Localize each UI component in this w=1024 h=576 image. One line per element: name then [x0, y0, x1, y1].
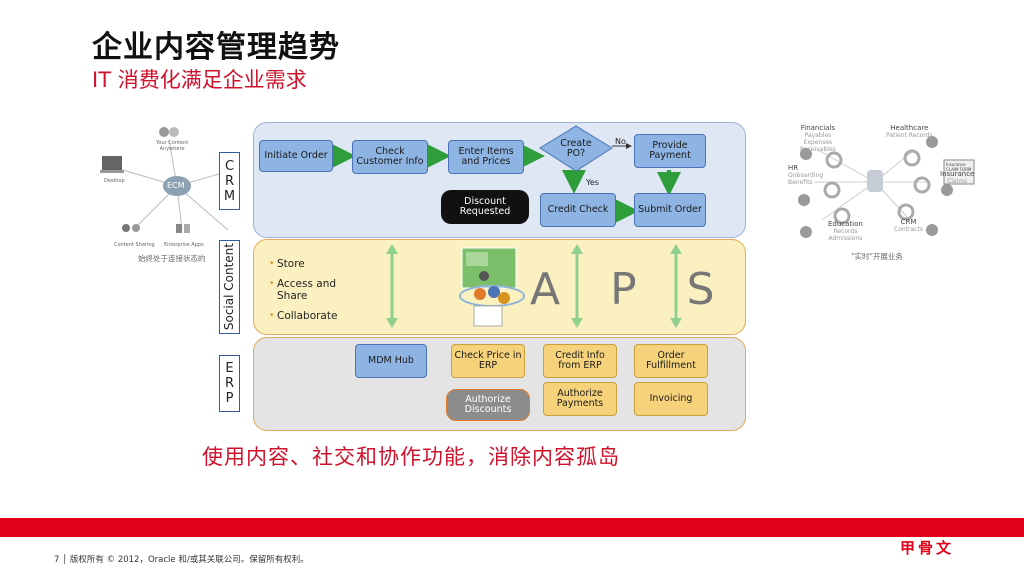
ecm-center-label: ECM [167, 181, 185, 190]
business-diagram: Financials Payables Expenses Receivables… [782, 120, 982, 248]
node-financials: Financials Payables Expenses Receivables [800, 124, 836, 153]
page-subtitle: IT 消费化满足企业需求 [92, 68, 307, 92]
authorize-payments-box: Authorize Payments [543, 382, 617, 416]
node-education: Education Records Admissions [828, 220, 863, 242]
node-insurance: Insurance Claims [940, 170, 975, 185]
social-item-access: •Access and Share [269, 278, 337, 302]
footer-red-bar [0, 518, 1024, 537]
claim-form-card: Insurance CLAIM FORM [946, 162, 972, 172]
social-bullet-list: •Store •Access and Share •Collaborate [269, 258, 347, 330]
credit-info-box: Credit Info from ERP [543, 344, 617, 378]
business-network-lines [798, 136, 975, 238]
aps-label: A P S [530, 264, 733, 315]
node-hr: HR Onboarding Benefits [788, 164, 824, 186]
credit-check-box: Credit Check [540, 193, 616, 227]
ecm-network-lines [100, 127, 234, 233]
social-item-store: •Store [269, 258, 305, 270]
no-label: No [615, 137, 626, 146]
copyright-footer: 7 │ 版权所有 © 2012，Oracle 和/或其关联公司。保留所有权利。 [54, 555, 309, 565]
node-crm: CRM Contracts [894, 218, 923, 233]
ecm-apps-label: Enterprise Apps [164, 242, 204, 248]
social-item-collaborate: •Collaborate [269, 310, 338, 322]
order-fulfillment-box: Order Fulfillment [634, 344, 708, 378]
yes-label: Yes [586, 178, 599, 187]
oracle-cn-logo: 甲骨文 [900, 539, 955, 557]
authorize-discounts-box: Authorize Discounts [446, 389, 530, 421]
oracle-logo: ORACLE [897, 521, 967, 538]
initiate-order-box: Initiate Order [259, 140, 333, 172]
social-collab-graphic [456, 246, 526, 330]
ecm-caption: 始终处于连接状态的 [138, 254, 206, 263]
provide-payment-box: Provide Payment [634, 134, 706, 168]
ecm-sharing-label: Content Sharing [114, 242, 155, 248]
invoicing-box: Invoicing [634, 382, 708, 416]
check-customer-box: Check Customer Info [352, 140, 428, 174]
mdm-hub-box: MDM Hub [355, 344, 427, 378]
social-lane-label: Social Content [219, 240, 240, 334]
enter-items-box: Enter Items and Prices [448, 140, 524, 174]
discount-requested-box: Discount Requested [441, 190, 529, 224]
bottom-message: 使用内容、社交和协作功能，消除内容孤岛 [202, 445, 620, 469]
submit-order-box: Submit Order [634, 193, 706, 227]
page-title: 企业内容管理趋势 [92, 30, 340, 65]
business-caption: "实时"开展业务 [851, 252, 903, 261]
node-healthcare: Healthcare Patient Records [886, 124, 933, 139]
create-po-label: Create PO? [560, 138, 592, 159]
ecm-desktop-label: Desktop [104, 178, 125, 184]
check-price-box: Check Price in ERP [451, 344, 525, 378]
